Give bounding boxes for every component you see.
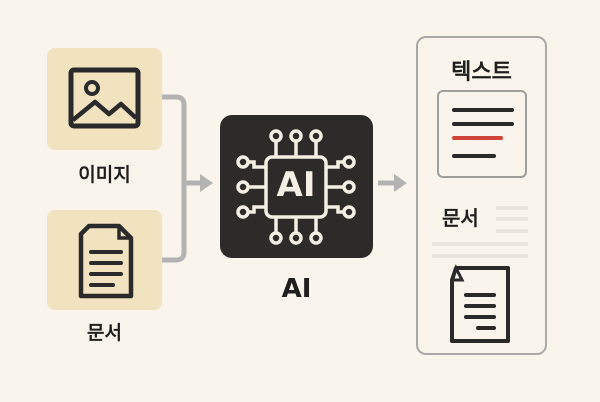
text-lines-icon [452,108,514,158]
input-connector [162,94,202,263]
faint-lines-decoration [432,206,528,258]
image-icon [68,67,141,129]
text-output-card [437,90,527,178]
document-icon [78,223,134,299]
ai-chip-icon [236,129,356,245]
ai-processor-box: AI [220,115,373,258]
image-input-label: 이미지 [78,164,131,186]
output-document-title: 문서 [442,206,479,230]
ai-chip-text: AI [276,165,316,205]
arrow-to-output [394,174,407,192]
arrow-to-ai [200,174,213,192]
output-document-icon [449,264,510,343]
output-text-title: 텍스트 [451,60,512,85]
ai-processor-label: AI [281,274,312,304]
output-panel: 텍스트 문서 [416,36,547,355]
document-input-label: 문서 [87,322,122,344]
document-input-box [47,210,162,310]
image-input-box [47,48,162,150]
